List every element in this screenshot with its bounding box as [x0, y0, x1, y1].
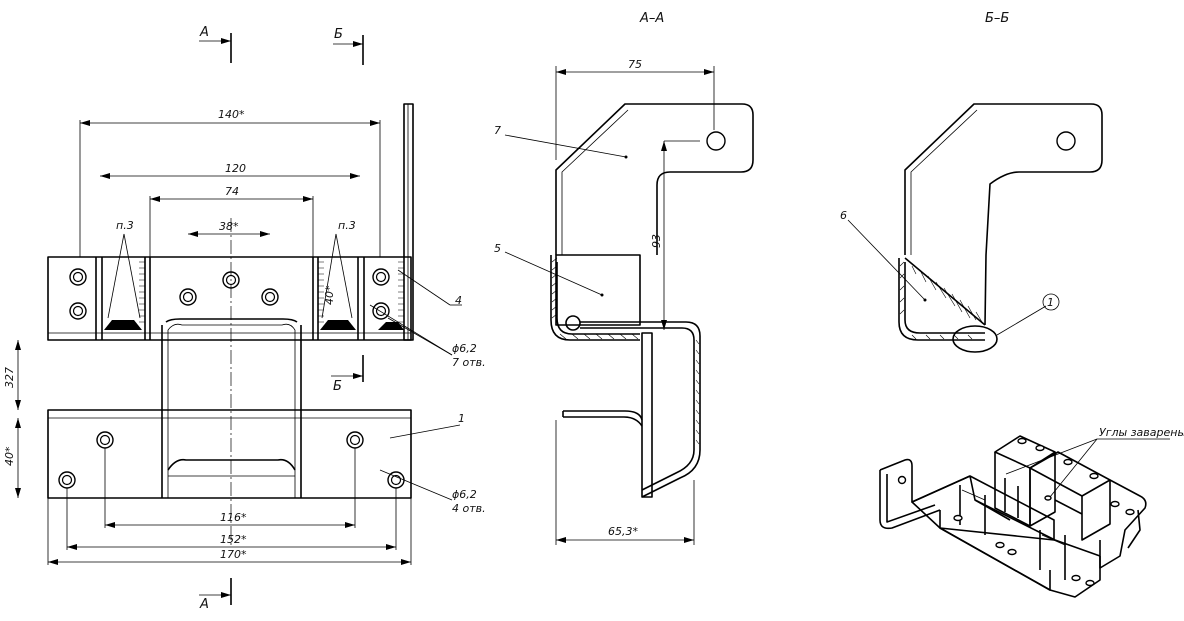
callout-7: 7 [494, 124, 501, 137]
aa-lower-web [641, 332, 653, 498]
center-body [161, 318, 302, 498]
dim-38: 38* [219, 220, 239, 233]
top-plate [47, 256, 412, 341]
bottom-plate [47, 409, 412, 499]
callout-5: 5 [494, 242, 501, 255]
dim-152: 152* [220, 533, 247, 546]
cut-a-top-label: А [199, 25, 209, 40]
aa-hole [706, 131, 726, 151]
weld-left-label: п.3 [116, 219, 134, 232]
aa-right-bend [580, 321, 701, 498]
cut-line-b-top: Б [333, 27, 364, 65]
dim-93: 93 [650, 234, 663, 248]
bb-plate [904, 103, 1103, 326]
holes-top-count: 7 отв. [452, 356, 486, 369]
section-aa-title: А–А [639, 11, 664, 26]
section-bb-title: Б–Б [985, 11, 1009, 26]
isometric-view: Углы заварены [879, 426, 1184, 598]
vertical-bracket [403, 103, 414, 341]
cut-line-a-top: А [199, 25, 232, 63]
dimension-lines: 140* 120 74 38* п.3 п.3 40* 327 40* 116* [3, 108, 412, 565]
dim-120: 120 [225, 162, 246, 175]
cut-line-b-mid: Б [331, 355, 364, 394]
holes-bottom-dia: ϕ6,2 [452, 488, 477, 501]
dim-140: 140* [218, 108, 245, 121]
cut-b-mid-label: Б [333, 379, 342, 394]
bb-channel [898, 258, 985, 341]
weld-marks [104, 261, 404, 330]
detail-circle [952, 325, 998, 353]
part-5 [555, 254, 641, 326]
dim-75: 75 [628, 58, 642, 71]
weld-right-label: п.3 [338, 219, 356, 232]
dim-74: 74 [225, 185, 239, 198]
section-aa: А–А 75 93 65,3* [494, 11, 754, 545]
aa-channel-outer [550, 255, 640, 341]
note-corners-welded: Углы заварены [1099, 426, 1184, 439]
bottom-plate-holes [58, 431, 405, 489]
bb-hole [1056, 131, 1076, 151]
cut-line-a-bottom: А [199, 578, 232, 612]
bb-gusset-edge [904, 257, 986, 326]
callout-4: 4 [455, 294, 462, 307]
part-7-plate [555, 103, 754, 255]
dim-65-3: 65,3* [608, 525, 638, 538]
front-callouts: 4 ϕ6,2 7 отв. 1 ϕ6,2 4 отв. [369, 269, 486, 515]
dim-170: 170* [220, 548, 247, 561]
dim-116: 116* [220, 511, 247, 524]
front-view: А Б Б А [3, 25, 486, 612]
dim-327: 327 [3, 367, 16, 388]
cut-b-top-label: Б [334, 27, 343, 42]
cut-a-bottom-label: А [199, 597, 209, 612]
callout-circle-1: 1 [1047, 296, 1054, 309]
top-plate-holes [69, 268, 390, 320]
callout-6: 6 [840, 209, 847, 222]
section-bb: Б–Б 1 6 [840, 11, 1103, 353]
holes-bottom-count: 4 отв. [452, 502, 486, 515]
callout-1: 1 [458, 412, 465, 425]
dim-40-top: 40* [323, 285, 336, 305]
dim-40-side: 40* [3, 446, 16, 466]
holes-top-dia: ϕ6,2 [452, 342, 477, 355]
